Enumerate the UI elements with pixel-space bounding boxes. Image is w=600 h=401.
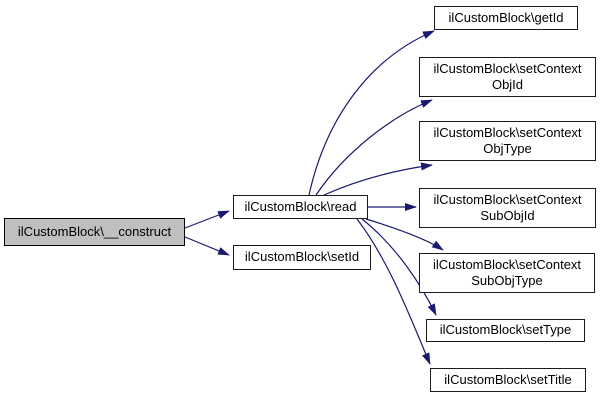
node-ilcustomblock-construct[interactable]: ilCustomBlock\__construct — [4, 218, 185, 246]
node-ilcustomblock-setcontextobjtype[interactable]: ilCustomBlock\setContext ObjType — [419, 121, 596, 161]
edge-read-setcontextobjid — [315, 99, 433, 196]
edge-construct-setid — [184, 236, 230, 256]
node-ilcustomblock-read[interactable]: ilCustomBlock\read — [233, 195, 368, 219]
node-ilcustomblock-setid[interactable]: ilCustomBlock\setId — [233, 245, 371, 270]
node-ilcustomblock-getid[interactable]: ilCustomBlock\getId — [434, 6, 578, 30]
edge-read-getid — [308, 30, 435, 196]
node-ilcustomblock-setcontextsubobjtype[interactable]: ilCustomBlock\setContext SubObjType — [419, 253, 595, 293]
node-ilcustomblock-settitle[interactable]: ilCustomBlock\setTitle — [430, 368, 586, 392]
edge-construct-read — [184, 210, 230, 229]
node-ilcustomblock-settype[interactable]: ilCustomBlock\setType — [426, 319, 585, 342]
node-ilcustomblock-setcontextobjid[interactable]: ilCustomBlock\setContext ObjId — [419, 57, 596, 97]
node-ilcustomblock-setcontextsubobjid[interactable]: ilCustomBlock\setContext SubObjId — [419, 188, 596, 228]
edge-read-setcontextobjtype — [323, 162, 433, 196]
